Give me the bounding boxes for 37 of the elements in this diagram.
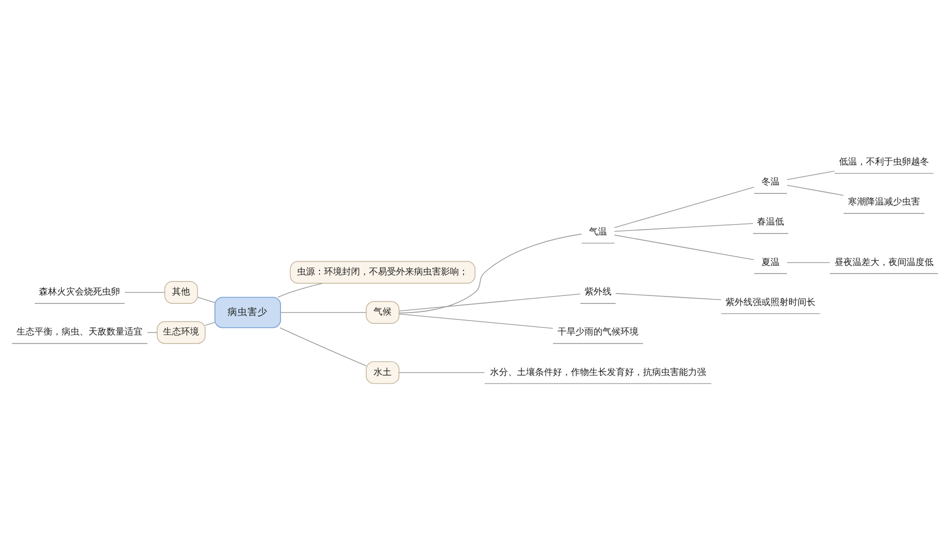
node-text: 昼夜温差大，夜间温度低: [834, 258, 934, 268]
connector: [204, 322, 216, 326]
node-box: 病虫害少: [214, 296, 281, 328]
node-text: 寒潮降温减少虫害: [848, 198, 920, 208]
node-box: 虫源：环境封闭，不易受外来病虫害影响；: [290, 261, 476, 284]
connector: [278, 282, 323, 298]
connector: [786, 262, 830, 264]
node-box: 其他: [164, 281, 198, 304]
node-text: 干旱少雨的气候环境: [558, 328, 639, 338]
connector: [614, 223, 754, 232]
connector: [615, 293, 722, 300]
connector: [786, 184, 844, 196]
connector: [398, 294, 581, 312]
connector: [614, 234, 754, 260]
node-box: 气候: [366, 301, 400, 324]
node-text: 气温: [589, 227, 608, 238]
connector: [398, 234, 582, 314]
node-text: 夏温: [762, 258, 780, 268]
connector: [147, 332, 158, 333]
node-text: 冬温: [762, 178, 780, 188]
connector: [124, 292, 166, 293]
node-text: 紫外线: [584, 288, 612, 298]
node-text: 低温，不利于虫卵越冬: [838, 157, 929, 168]
connector: [279, 327, 367, 366]
node-box: 生态环境: [156, 321, 206, 344]
node-text: 水分、土壤条件好，作物生长发育好，抗病虫害能力强: [490, 368, 706, 378]
connector: [280, 312, 367, 313]
connector: [398, 314, 554, 329]
node-box: 水土: [366, 361, 400, 384]
node-text: 紫外线强或照射时间长: [726, 298, 816, 308]
connector: [786, 170, 835, 180]
connector: [614, 186, 754, 228]
connector: [398, 372, 485, 374]
connector: [197, 296, 216, 303]
node-text: 春温低: [757, 218, 784, 228]
node-text: 生态平衡，病虫、天敌数量适宜: [16, 328, 143, 338]
node-text: 森林火灾会烧死虫卵: [39, 288, 120, 298]
